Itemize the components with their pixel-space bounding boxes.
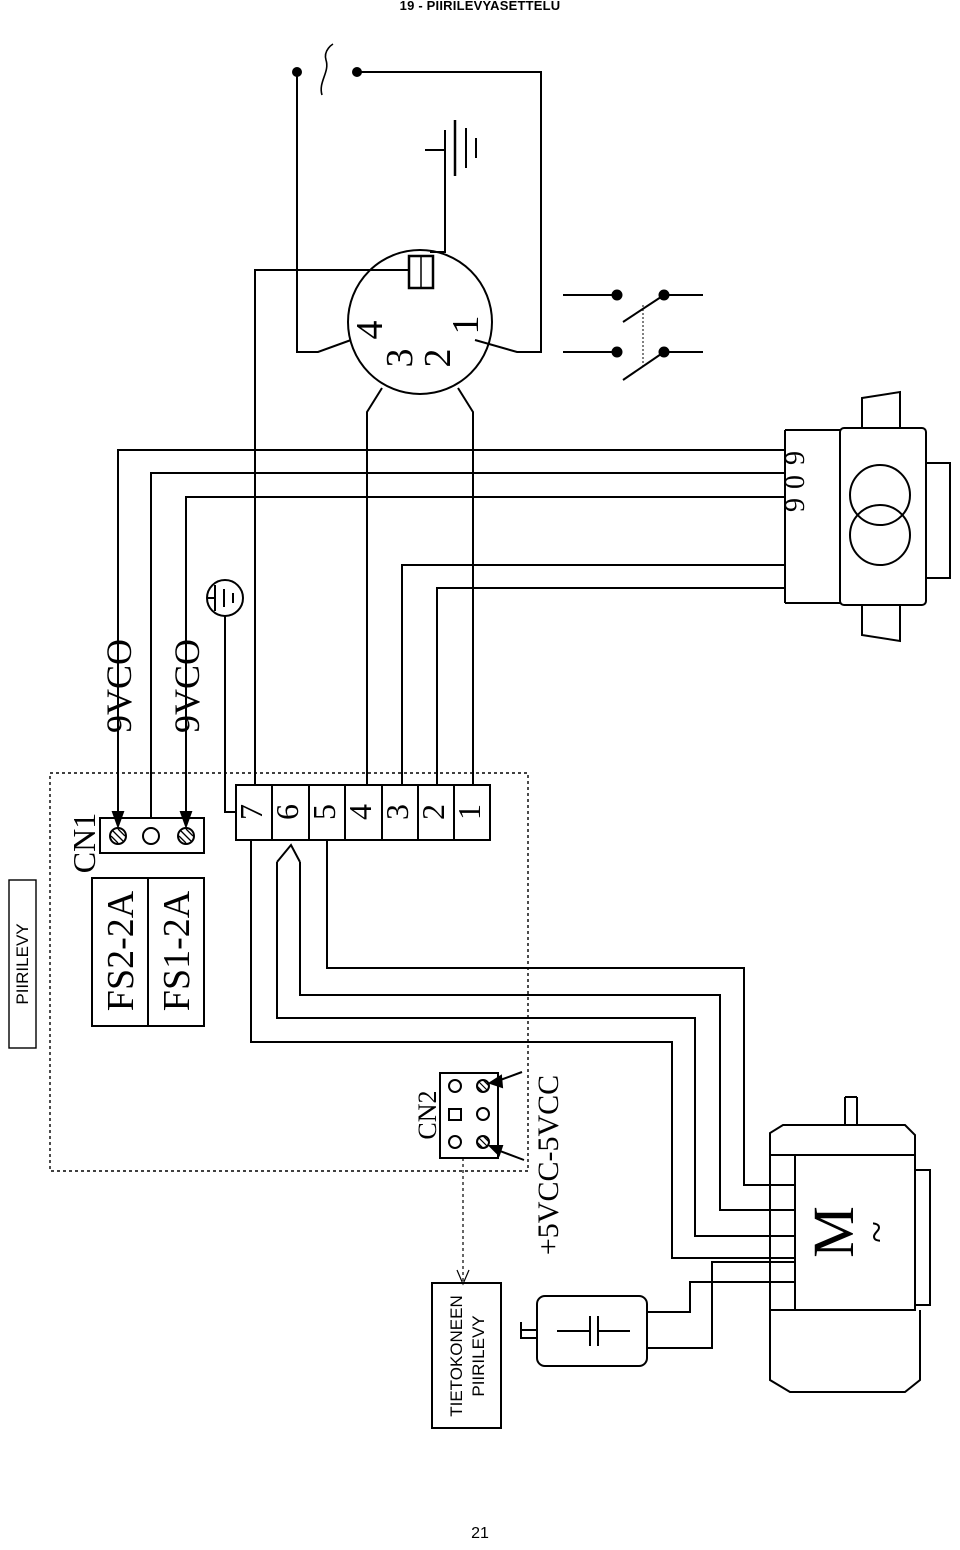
computer-board-label-line2: PIIRILEVY — [469, 1315, 488, 1396]
switch-pin-2: 2 — [417, 349, 459, 368]
vco-label-top: 9VCO — [99, 639, 139, 733]
transformer-tap-bottom: 9 — [780, 498, 811, 512]
double-pole-switch — [563, 289, 703, 381]
motor-label: M — [801, 1206, 866, 1258]
capacitor — [520, 1261, 795, 1367]
page-number: 21 — [471, 1525, 489, 1542]
terminal-3: 3 — [379, 804, 415, 820]
terminal-4: 4 — [342, 804, 378, 820]
piirilevy-label-box — [8, 879, 37, 1049]
terminal-1: 1 — [451, 804, 487, 820]
ac-mains-input — [292, 43, 542, 353]
cn1-connector — [99, 790, 205, 854]
transformer-tap-mid: 0 — [780, 475, 811, 489]
transformer-secondary-wires — [117, 449, 785, 818]
transformer — [784, 390, 951, 643]
piirilevy-label: PIIRILEVY — [13, 923, 32, 1004]
ground-symbol-board — [206, 579, 244, 813]
fuse-fs2-label: FS2-2A — [100, 890, 142, 1011]
switch-pin-3: 3 — [379, 349, 421, 368]
cn2-label: CN2 — [413, 1090, 442, 1139]
switch-pin-4: 4 — [349, 321, 391, 340]
motor-tilde: ~ — [854, 1221, 899, 1243]
switch-pin-1: 1 — [445, 316, 487, 335]
terminal-7: 7 — [233, 804, 269, 820]
ground-symbol-top — [425, 120, 477, 253]
page-title: 19 - PIIRILEVYASETTELU — [399, 0, 561, 13]
terminal-block — [235, 784, 491, 841]
terminal-5: 5 — [306, 804, 342, 820]
cn2-connector — [439, 1071, 525, 1286]
motor-wires — [250, 840, 795, 1259]
computer-board-box — [431, 1282, 502, 1429]
switch-connector — [254, 249, 493, 785]
fuse-fs1-label: FS1-2A — [156, 890, 198, 1011]
terminal-6: 6 — [269, 804, 305, 820]
transformer-tap-top: 9 — [780, 451, 811, 465]
vco-label-bottom: 9VCO — [167, 639, 207, 733]
terminal-2: 2 — [415, 804, 451, 820]
motor — [769, 1096, 931, 1393]
transformer-primary-wires — [401, 564, 785, 785]
computer-board-label-line1: TIETOKONEEN — [447, 1295, 466, 1417]
vcc-label: +5VCC-5VCC — [532, 1075, 565, 1255]
cn1-label: CN1 — [66, 813, 102, 873]
